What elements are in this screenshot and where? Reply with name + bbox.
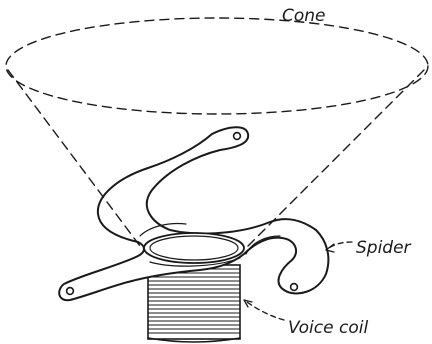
spider-leader: [326, 242, 352, 250]
spider-inner-ring: [144, 233, 244, 263]
voice-coil-label: Voice coil: [288, 318, 368, 338]
cone-rim: [6, 18, 428, 114]
cone-label: Cone: [282, 6, 326, 26]
spider-label: Spider: [356, 238, 412, 258]
mounting-hole: [234, 133, 241, 140]
cone-side-left: [8, 70, 140, 246]
voice-coil-leader: [244, 300, 284, 320]
mounting-hole: [291, 284, 298, 291]
voice-coil: [148, 265, 240, 342]
cone-side-right: [248, 70, 424, 246]
mounting-hole: [67, 288, 74, 295]
